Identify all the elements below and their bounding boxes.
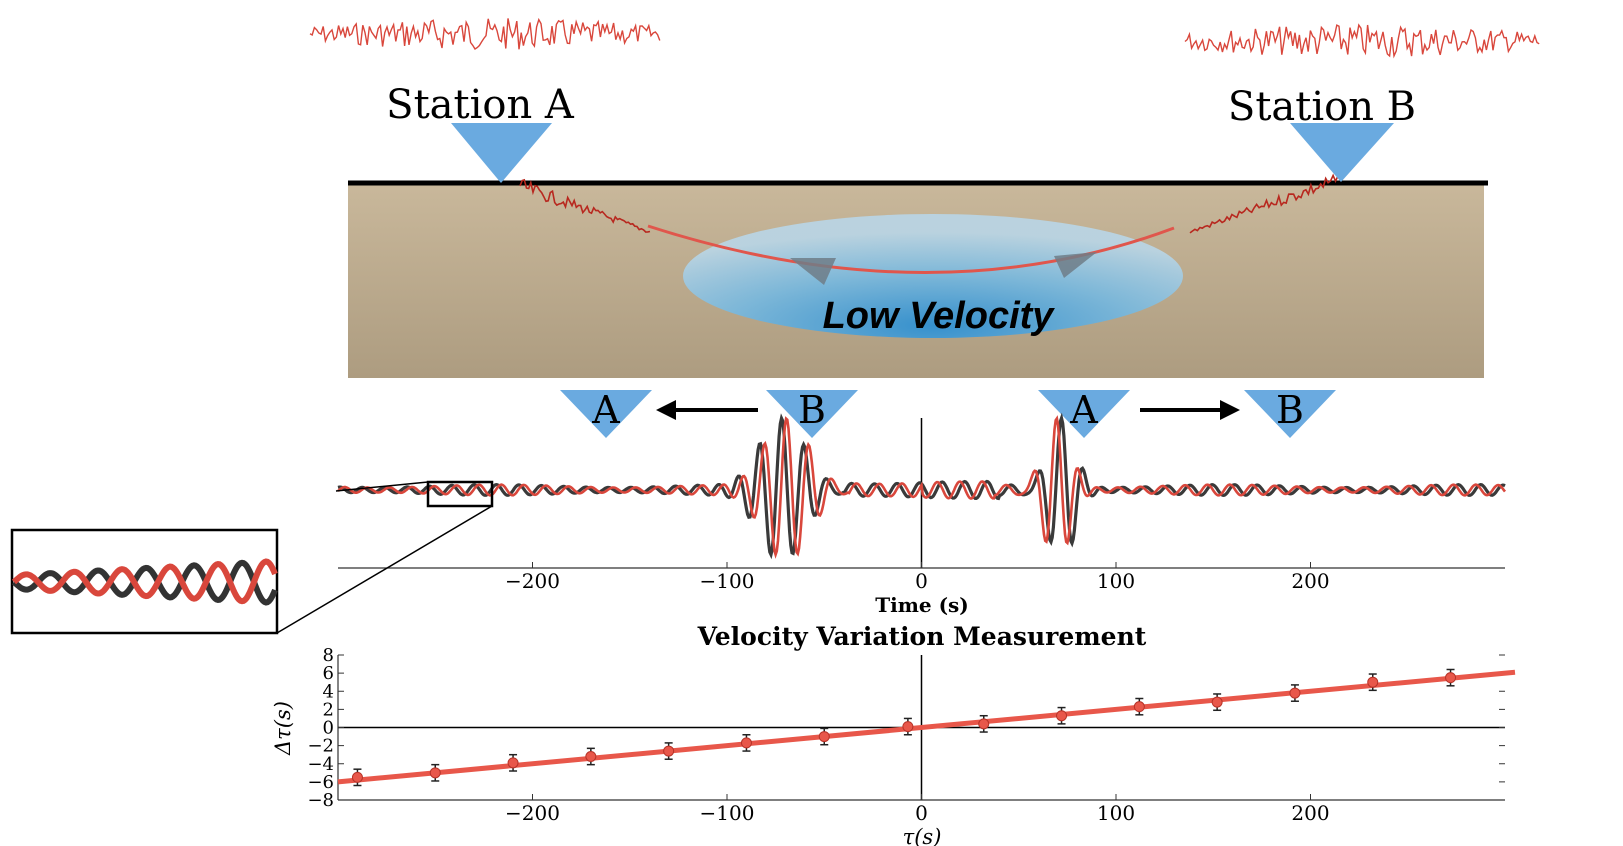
negative-lag-arrow-head [656, 400, 676, 420]
vv-y-tick-label: 8 [323, 645, 334, 666]
vv-x-tick-label: −200 [505, 801, 560, 825]
low-velocity-zone [683, 214, 1183, 338]
ray-wavelet-a [519, 178, 651, 233]
vv-data-point [507, 753, 519, 772]
vv-y-axis-label: Δτ(s) [271, 701, 295, 756]
vv-point-marker [902, 721, 914, 733]
vv-x-axis-label: τ(s) [903, 825, 942, 846]
vv-x-tick-label: 0 [915, 801, 928, 825]
station-a-seismogram [309, 17, 661, 50]
cc-trace-perturbed [337, 415, 1507, 559]
ray-path [647, 224, 1175, 274]
ray-direction-arrow-right [1054, 252, 1097, 278]
station-b-label: Station B [1228, 84, 1416, 130]
ray-wavelet-a-line [519, 178, 651, 233]
vv-data-point [663, 742, 675, 760]
vv-point-marker [1056, 710, 1068, 722]
vv-data-point [978, 714, 990, 733]
vv-point-marker [740, 737, 752, 749]
vv-data-point [1211, 693, 1223, 712]
positive-lag-source-triangle [1038, 390, 1130, 438]
positive-lag-source-label: A [1069, 388, 1098, 432]
vv-point-marker [978, 718, 990, 730]
cc-x-tick-label: 100 [1097, 569, 1135, 593]
positive-lag-receiver-triangle [1244, 390, 1336, 438]
vv-title: Velocity Variation Measurement [697, 622, 1147, 651]
vv-y-tick-label: 6 [323, 663, 334, 684]
station-b-seismogram-line [1184, 23, 1540, 59]
zoom-region-box [426, 480, 494, 508]
zoom-inset-frame [10, 528, 279, 635]
cc-x-tick-label: 0 [915, 569, 928, 593]
vv-x-tick-label: −100 [700, 801, 755, 825]
vv-y-tick-label: 4 [323, 681, 334, 702]
vv-data-point [1056, 706, 1068, 725]
vv-point-marker [585, 751, 597, 762]
vv-data-points [351, 668, 1457, 787]
cc-x-tick-label: −200 [505, 569, 560, 593]
positive-lag-receiver-label: B [1276, 388, 1304, 432]
vv-data-point [1133, 697, 1145, 716]
negative-lag-receiver-triangle [560, 390, 652, 438]
vv-y-tick-label: −2 [307, 736, 334, 757]
low-velocity-label: Low Velocity [823, 295, 1056, 337]
vv-data-point [818, 727, 830, 746]
negative-lag-source-triangle [766, 390, 858, 438]
ray-wavelet-b [1189, 173, 1339, 234]
vv-data-point [1445, 668, 1457, 687]
zoom-connector-lower [276, 505, 493, 634]
station-a-label: Station A [386, 82, 575, 128]
vv-y-tick-label: −4 [307, 754, 334, 775]
station-b-triangle [1290, 123, 1394, 182]
vv-point-marker [1367, 676, 1379, 688]
cc-x-tick-label: 200 [1291, 569, 1329, 593]
vv-data-point [1289, 684, 1301, 702]
station-a-triangle [451, 123, 552, 183]
vv-data-point [740, 734, 752, 752]
vv-x-ticks: −200 −100 0 100 200 [505, 794, 1330, 825]
vv-data-point [585, 747, 597, 766]
vv-data-point [902, 717, 914, 736]
vv-point-marker [1211, 696, 1223, 708]
station-a-seismogram-line [309, 17, 661, 50]
vv-point-marker [507, 757, 519, 769]
vv-point-marker [1289, 687, 1301, 699]
vv-y-tick-label: −6 [307, 772, 334, 793]
negative-lag-receiver-label: A [591, 388, 620, 432]
cc-x-axis-label: Time (s) [875, 593, 969, 617]
vv-x-tick-label: 100 [1097, 801, 1135, 825]
vv-point-marker [1445, 672, 1457, 684]
vv-data-point [351, 768, 363, 787]
vv-fit-line [337, 669, 1516, 785]
ray-wavelet-b-line [1189, 173, 1339, 234]
vv-point-marker [1133, 701, 1145, 713]
cross-correlation-plot: −200 −100 0 100 200 Time (s) [337, 412, 1507, 617]
station-b-seismogram [1184, 23, 1540, 59]
vv-y-tick-label: 2 [323, 699, 334, 720]
vv-data-point [429, 763, 441, 782]
vv-point-marker [429, 767, 441, 779]
ray-direction-arrow-left [790, 258, 836, 285]
vv-data-point [1367, 673, 1379, 692]
vv-y-tick-label: 0 [323, 718, 334, 739]
cc-x-tick-label: −100 [700, 569, 755, 593]
vv-point-marker [818, 731, 830, 743]
vv-y-tick-label: −8 [307, 790, 334, 811]
vv-point-marker [663, 745, 675, 757]
vv-point-marker [351, 771, 363, 783]
positive-lag-arrow-head [1220, 400, 1240, 420]
zoom-connector-upper [335, 481, 429, 492]
negative-lag-source-label: B [798, 388, 826, 432]
cc-x-ticks: −200 −100 0 100 200 [505, 562, 1330, 593]
zoom-inset-perturbed-trace [11, 558, 278, 605]
vv-x-tick-label: 200 [1291, 801, 1329, 825]
velocity-variation-plot: Velocity Variation Measurement 86420−2−4… [271, 622, 1516, 846]
